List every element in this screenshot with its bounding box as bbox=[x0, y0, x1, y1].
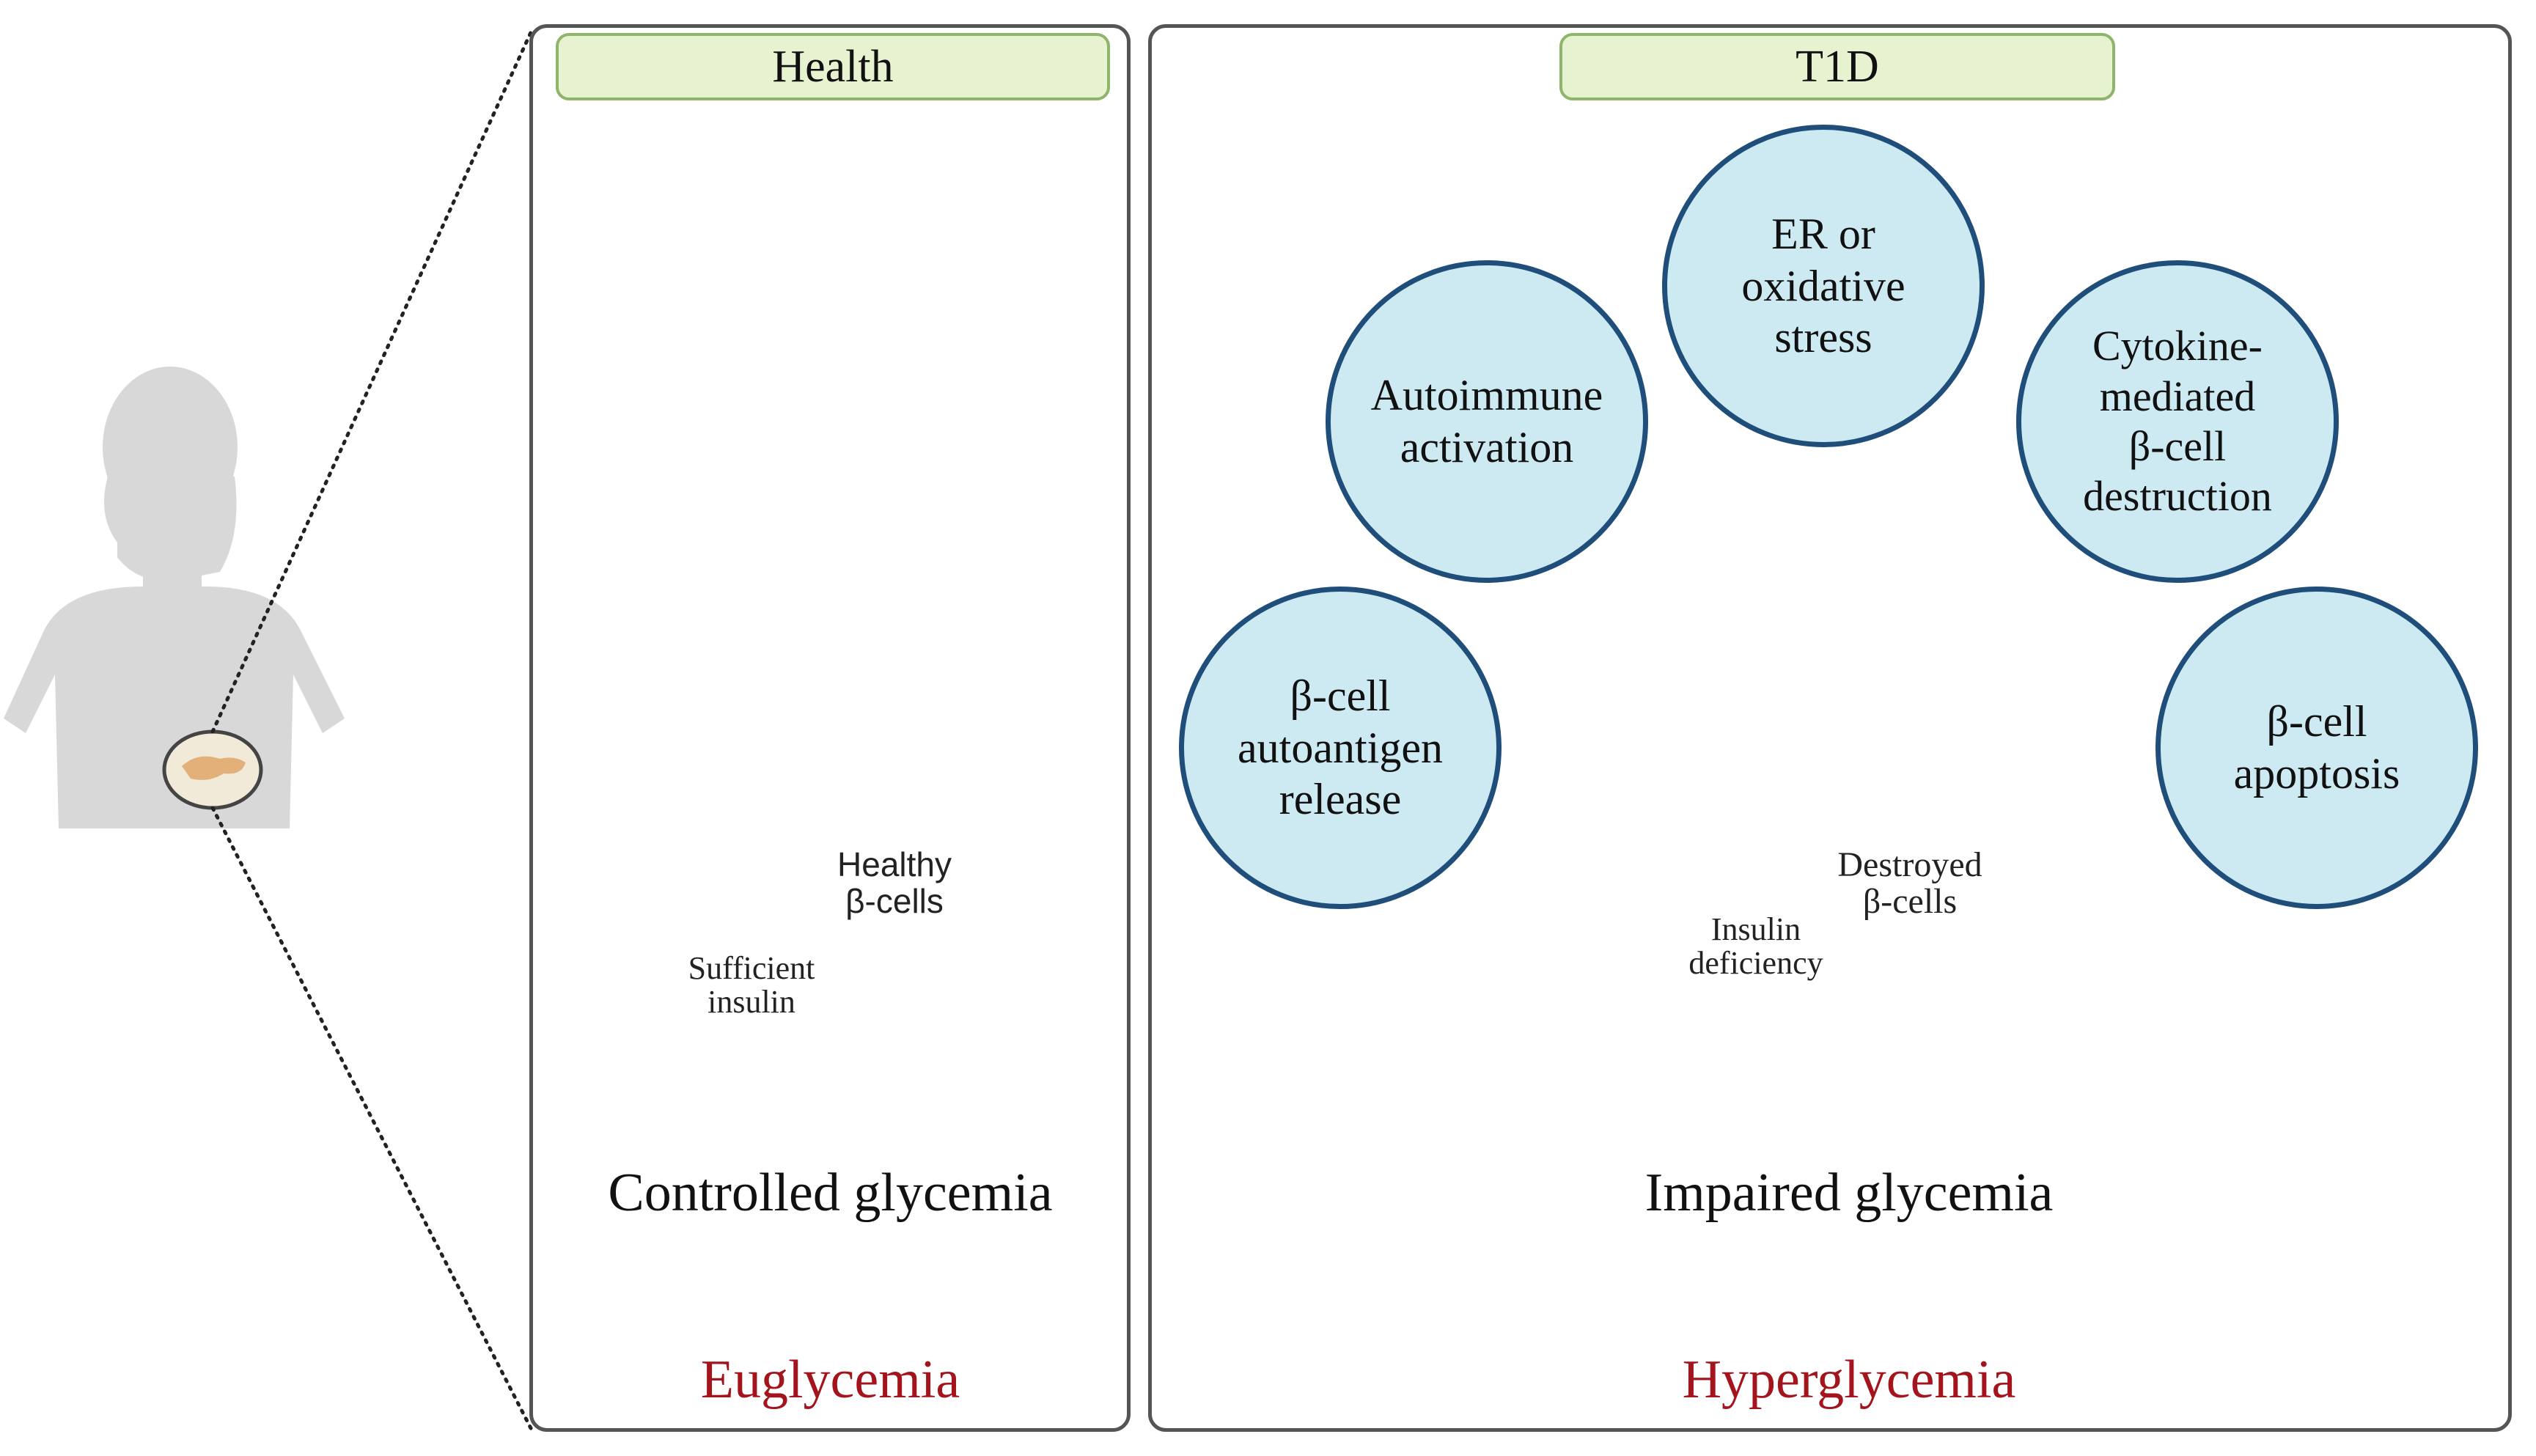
euglycemia-label: Euglycemia bbox=[700, 1350, 960, 1410]
factor-beta-cell-apoptosis: β-cell apoptosis bbox=[2155, 587, 2478, 909]
health-panel bbox=[529, 24, 1131, 1432]
insulin-deficiency-label: Insulin deficiency bbox=[1688, 911, 1823, 982]
factor-autoantigen-release: β-cell autoantigen release bbox=[1179, 587, 1502, 909]
hyperglycemia-label: Hyperglycemia bbox=[1682, 1350, 2016, 1410]
factor-autoimmune-activation: Autoimmune activation bbox=[1326, 260, 1648, 583]
destroyed-beta-cells-label: Destroyed β-cells bbox=[1837, 845, 1982, 922]
impaired-glycemia-label: Impaired glycemia bbox=[1644, 1163, 2054, 1223]
healthy-beta-cells-label: Healthy β-cells bbox=[837, 845, 952, 920]
zoom-lines bbox=[210, 29, 534, 1432]
controlled-glycemia-label: Controlled glycemia bbox=[608, 1163, 1053, 1223]
body-pancreas-inset bbox=[162, 729, 263, 810]
sufficient-insulin-label: Sufficient insulin bbox=[688, 950, 815, 1021]
factor-cytokine-mediated-destruction: Cytokine- mediated β-cell destruction bbox=[2016, 260, 2339, 583]
t1d-panel-header: T1D bbox=[1559, 33, 2115, 100]
health-panel-header: Health bbox=[556, 33, 1110, 100]
factor-er-oxidative-stress: ER or oxidative stress bbox=[1662, 125, 1985, 447]
